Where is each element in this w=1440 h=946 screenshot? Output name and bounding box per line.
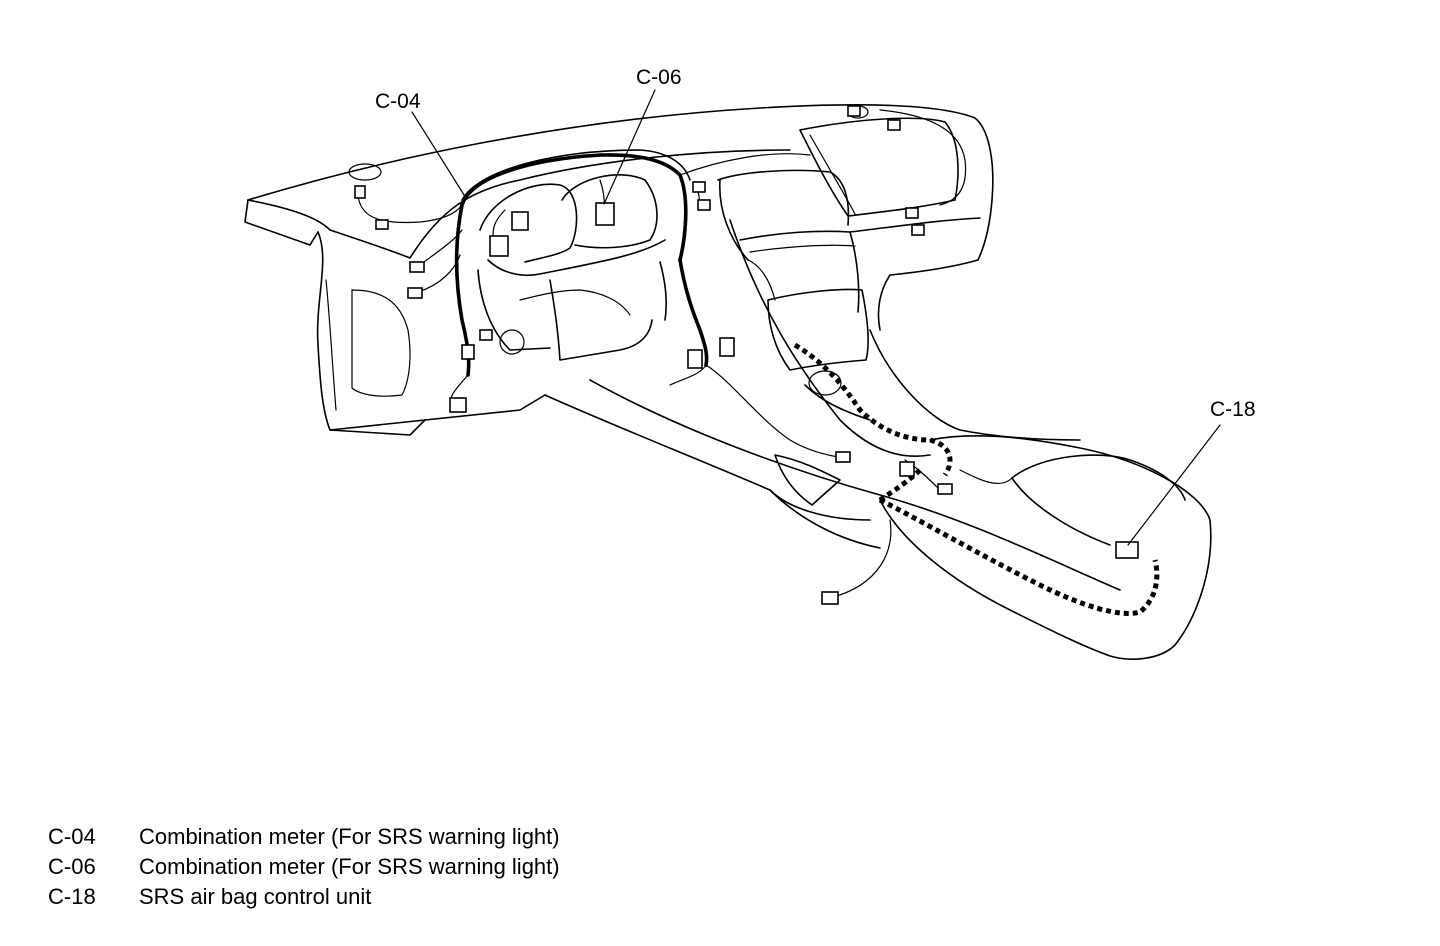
connector (887, 119, 901, 131)
leader-line-c18 (1127, 424, 1221, 546)
callout-c18: C-18 (1210, 398, 1256, 421)
connector (687, 349, 703, 369)
legend-row: C-18 SRS air bag control unit (48, 882, 560, 912)
connector (409, 261, 425, 273)
connector (692, 181, 706, 193)
legend-code: C-04 (48, 824, 96, 849)
connector (449, 397, 467, 413)
connector (479, 329, 493, 341)
callout-c04: C-04 (375, 90, 421, 113)
connector-c04 (511, 211, 529, 231)
legend-row: C-04 Combination meter (For SRS warning … (48, 822, 560, 852)
leader-line-c04 (411, 111, 467, 199)
connector (937, 483, 953, 495)
legend-row: C-06 Combination meter (For SRS warning … (48, 852, 560, 882)
leader-lines (411, 89, 1221, 546)
connector-c04 (489, 235, 509, 257)
connector (461, 344, 475, 360)
wire-harness (357, 109, 1160, 616)
connector (911, 224, 925, 236)
connector (835, 451, 851, 463)
connector (375, 219, 389, 230)
connector-legend: C-04 Combination meter (For SRS warning … (48, 822, 560, 912)
connector-c06 (595, 202, 615, 226)
connector (899, 461, 915, 477)
connector (847, 105, 861, 117)
dashboard-outline (244, 104, 1212, 660)
connector (407, 287, 423, 299)
legend-description: SRS air bag control unit (139, 884, 372, 909)
connector (905, 207, 919, 219)
connector (821, 591, 839, 605)
legend-description: Combination meter (For SRS warning light… (139, 854, 560, 879)
legend-code: C-18 (48, 884, 96, 909)
connector-c18 (1115, 541, 1139, 559)
legend-description: Combination meter (For SRS warning light… (139, 824, 560, 849)
callout-c06: C-06 (636, 66, 682, 89)
connector (354, 185, 366, 199)
leader-line-c06 (603, 89, 656, 205)
connector (697, 199, 711, 211)
connectors (354, 105, 1139, 605)
legend-code: C-06 (48, 854, 96, 879)
connector (719, 337, 735, 357)
